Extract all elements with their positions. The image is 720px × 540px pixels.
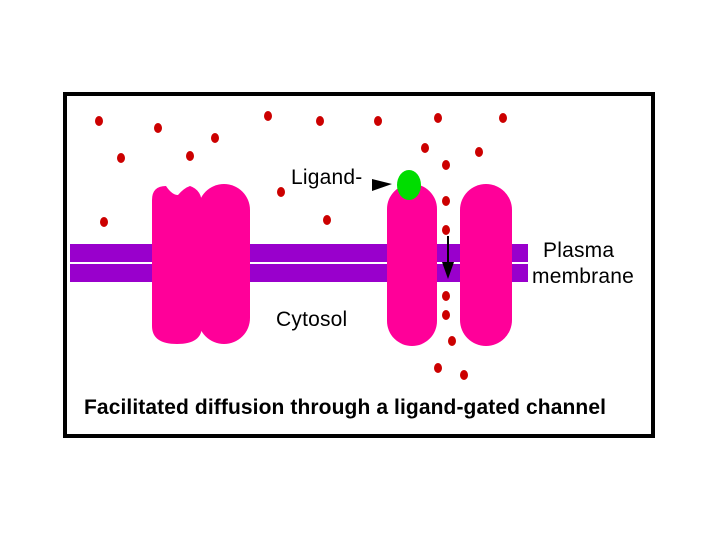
solute-particle	[442, 225, 450, 235]
solute-particles	[95, 111, 507, 380]
closed-channel-left-subunit	[152, 186, 202, 344]
solute-particle	[442, 310, 450, 320]
ligand-pointer-arrow	[372, 179, 392, 191]
solute-particle	[442, 291, 450, 301]
solute-particle	[323, 215, 331, 225]
open-channel-right-subunit	[460, 184, 512, 346]
ligand-molecule	[397, 170, 421, 200]
solute-particle	[460, 370, 468, 380]
solute-particle	[186, 151, 194, 161]
cytosol-label: Cytosol	[276, 308, 348, 331]
solute-particle	[154, 123, 162, 133]
solute-particle	[475, 147, 483, 157]
solute-particle	[442, 196, 450, 206]
solute-particle	[277, 187, 285, 197]
solute-particle	[117, 153, 125, 163]
diagram-caption: Facilitated diffusion through a ligand-g…	[84, 396, 607, 419]
diffusion-direction-arrow	[442, 236, 454, 279]
solute-particle	[316, 116, 324, 126]
solute-particle	[434, 113, 442, 123]
solute-particle	[264, 111, 272, 121]
solute-particle	[448, 336, 456, 346]
solute-particle	[442, 160, 450, 170]
solute-particle	[374, 116, 382, 126]
solute-particle	[434, 363, 442, 373]
closed-channel-right-subunit	[198, 184, 250, 344]
ligand-label: Ligand-	[291, 166, 363, 189]
plasma-membrane-label-line1: Plasma	[543, 239, 615, 262]
solute-particle	[100, 217, 108, 227]
solute-particle	[211, 133, 219, 143]
solute-particle	[421, 143, 429, 153]
solute-particle	[95, 116, 103, 126]
solute-particle	[499, 113, 507, 123]
open-channel-left-subunit	[387, 184, 437, 346]
plasma-membrane-label-line2: membrane	[532, 265, 634, 288]
